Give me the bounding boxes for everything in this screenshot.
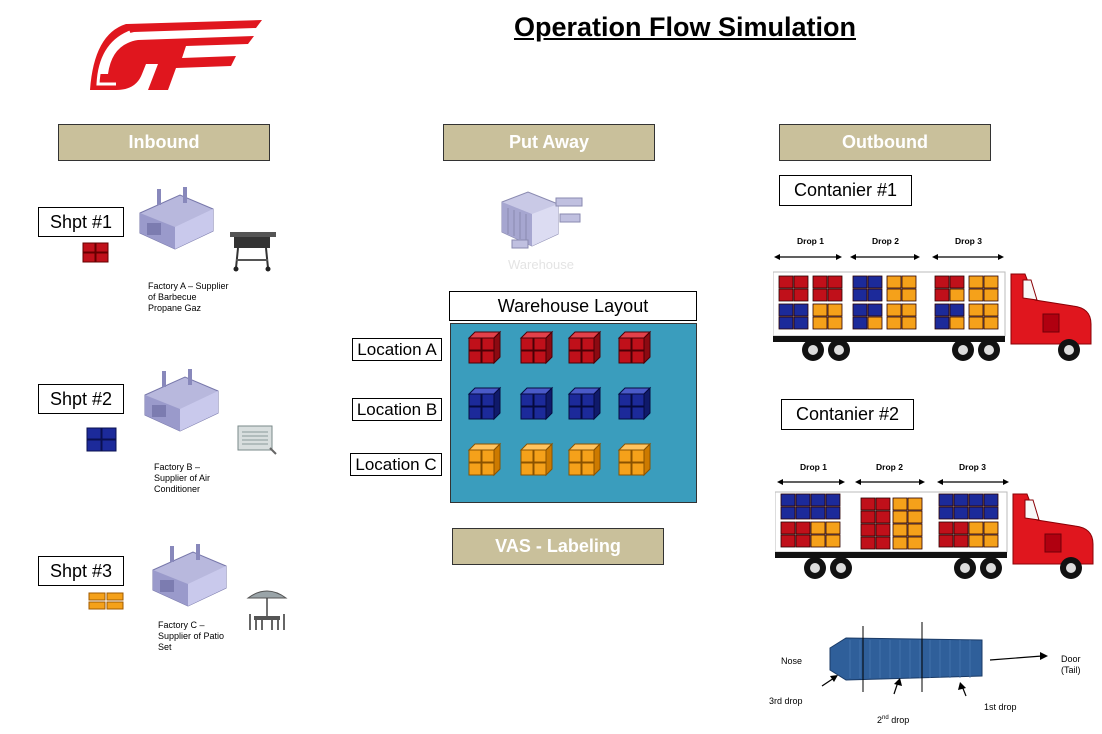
shipment-2-cartons-icon [86, 427, 120, 458]
factory-b-icon [140, 365, 220, 440]
vas-labeling-header: VAS - Labeling [452, 528, 664, 565]
shipment-2-label: Shpt #2 [38, 384, 124, 414]
factory-c-line-1: Factory C – [158, 620, 205, 630]
factory-a-icon [135, 183, 215, 258]
truck-2 [774, 490, 1097, 595]
door-label: Door (Tail) [1061, 654, 1081, 676]
second-drop-word: drop [888, 715, 910, 725]
truck-1 [772, 266, 1095, 371]
factory-a-caption: Factory A – Supplier of Barbecue Propane… [148, 281, 258, 314]
factory-c-line-2: Supplier of Patio [158, 631, 225, 641]
shipment-1-cartons-icon [82, 242, 112, 269]
factory-c-line-3: Set [158, 642, 172, 652]
factory-b-line-1: Factory B – [154, 462, 201, 472]
shipping-container-diagram [760, 618, 1080, 723]
shipment-3-label: Shpt #3 [38, 556, 124, 586]
company-logo [86, 14, 266, 94]
c1-drop-2-label: Drop 2 [872, 236, 899, 246]
patio-set-icon [244, 586, 290, 637]
factory-b-line-3: Conditioner [154, 484, 201, 494]
second-drop-label: 2nd drop [877, 713, 909, 726]
shipment-1-label: Shpt #1 [38, 207, 124, 237]
warehouse-icon-label: Warehouse [508, 257, 574, 272]
c2-drop-2-label: Drop 2 [876, 462, 903, 472]
inbound-header: Inbound [58, 124, 270, 161]
location-b-label: Location B [352, 398, 442, 421]
factory-a-line-1: Factory A – Supplier [148, 281, 229, 291]
nose-label: Nose [781, 656, 803, 666]
c2-drop-1-label: Drop 1 [800, 462, 827, 472]
third-drop-label: 3rd drop [769, 696, 803, 706]
outbound-header: Outbound [779, 124, 991, 161]
c1-drop-1-label: Drop 1 [797, 236, 824, 246]
container-1-label: Contanier #1 [779, 175, 912, 206]
door-label-line-1: Door [1061, 654, 1081, 664]
putaway-header: Put Away [443, 124, 655, 161]
factory-b-caption: Factory B – Supplier of Air Conditioner [154, 462, 254, 495]
page-title: Operation Flow Simulation [513, 12, 856, 42]
c1-drop-arrows [772, 250, 1012, 269]
c1-drop-3-label: Drop 3 [955, 236, 982, 246]
second-drop-number: 2 [877, 715, 883, 725]
warehouse-layout-label: Warehouse Layout [449, 291, 697, 321]
door-label-line-2: (Tail) [1061, 665, 1081, 675]
factory-a-line-3: Propane Gaz [148, 303, 202, 313]
barbecue-grill-icon [228, 228, 278, 277]
factory-c-icon [148, 540, 228, 615]
c2-drop-3-label: Drop 3 [959, 462, 986, 472]
c2-drop-arrows [775, 475, 1015, 494]
warehouse-pallets [468, 331, 651, 476]
location-a-label: Location A [352, 338, 442, 361]
location-c-label: Location C [350, 453, 442, 476]
shipment-3-cartons-icon [88, 592, 128, 617]
second-drop-suffix: nd [882, 715, 889, 721]
warehouse-floor [450, 323, 697, 503]
first-drop-label: 1st drop [984, 702, 1017, 712]
warehouse-icon [498, 188, 588, 257]
factory-c-caption: Factory C – Supplier of Patio Set [158, 620, 258, 653]
factory-b-line-2: Supplier of Air [154, 473, 211, 483]
container-2-label: Contanier #2 [781, 399, 914, 430]
factory-a-line-2: of Barbecue [148, 292, 197, 302]
air-conditioner-icon [236, 424, 278, 461]
